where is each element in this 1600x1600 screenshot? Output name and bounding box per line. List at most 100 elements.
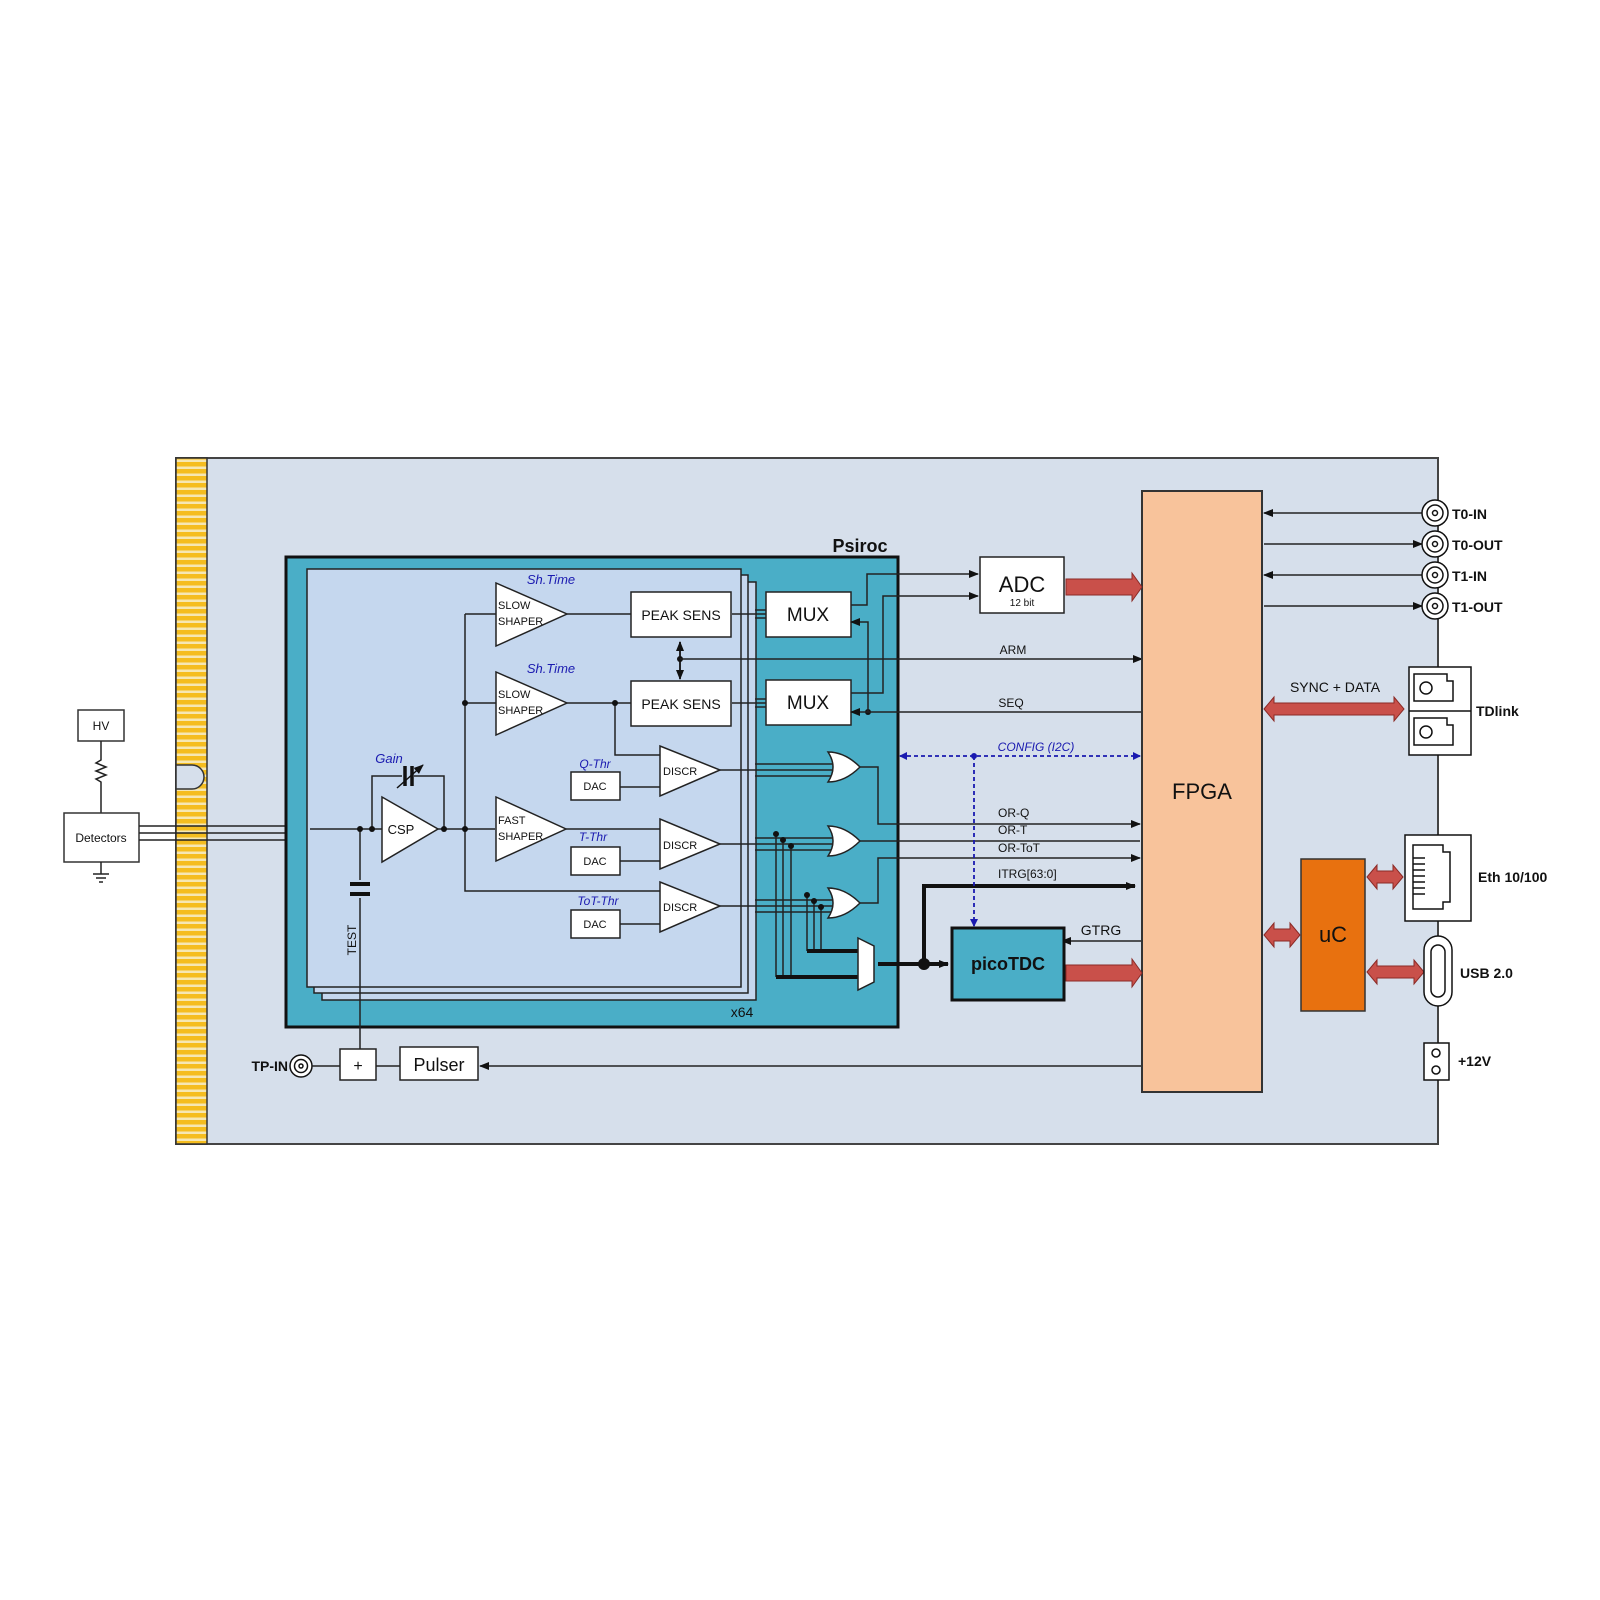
sync-data-arrow [1263,695,1405,723]
t1-in-label: T1-IN [1452,568,1487,584]
mux-1-label: MUX [787,605,830,626]
usb-label: USB 2.0 [1460,965,1513,981]
discr-tot: DISCR [659,880,722,934]
test-label: TEST [345,924,359,955]
fast-shaper: FAST SHAPER [495,795,568,863]
arm-label: ARM [1000,643,1027,657]
discr-t: DISCR [659,817,722,871]
summing-node-label: + [353,1058,362,1075]
gtrg-label: GTRG [1081,922,1121,938]
pulser-block: Pulser [399,1046,479,1081]
usb-connector-icon [1423,935,1453,1007]
ethernet-connector-icon [1404,834,1472,922]
or-q-label: OR-Q [998,806,1029,820]
channels-label: x64 [731,1004,754,1020]
slow-shaper-1-line1: SLOW [498,600,531,612]
q-thr-label: Q-Thr [579,757,611,771]
resistor-icon [93,741,109,813]
variable-capacitor-icon [396,764,424,789]
edge-connector [175,457,208,1145]
fpga-block: FPGA [1141,490,1263,1093]
peak-sens-2: PEAK SENS [630,680,732,727]
uc-eth-arrow [1366,863,1404,891]
fast-shaper-line2: SHAPER [498,831,543,843]
hv-box: HV [77,709,125,742]
test-capacitor-icon [350,882,370,896]
or-tot-label: OR-ToT [998,841,1041,855]
t-dac: DAC [570,846,621,876]
adc-sub-label: 12 bit [1010,598,1035,609]
csp-amplifier: CSP [381,795,440,864]
peak-sens-1-label: PEAK SENS [641,607,720,623]
or-t-label: OR-T [998,823,1028,837]
slow-shaper-2-line1: SLOW [498,689,531,701]
t-dac-label: DAC [583,856,606,868]
summing-node: + [339,1048,377,1081]
control-lines [479,570,1143,1070]
detectors-box: Detectors [63,812,140,863]
picotdc-to-fpga-arrow [1065,957,1143,989]
lemo-connector-icons [289,499,1449,1078]
t0-in-connector-icon [1421,499,1449,527]
q-dac-label: DAC [583,781,606,793]
t0-in-label: T0-IN [1452,506,1487,522]
csp-label: CSP [388,822,415,837]
merge-mux [857,936,875,992]
t0-out-connector-icon [1421,530,1449,558]
itrg-label: ITRG[63:0] [998,867,1057,881]
detectors-label: Detectors [75,831,126,845]
psiroc-title: Psiroc [832,536,887,556]
t0-out-label: T0-OUT [1452,537,1503,553]
sync-data-label: SYNC + DATA [1290,679,1381,695]
discr-t-label: DISCR [663,840,697,852]
adc-block: ADC 12 bit [979,556,1065,614]
picotdc-block: picoTDC [950,926,1066,1002]
ground-icon [93,862,109,883]
adc-label: ADC [999,572,1046,597]
data-bus-arrows [1065,571,1425,989]
slow-shaper-1-line2: SHAPER [498,616,543,628]
slow-shaper-2: SLOW SHAPER [495,670,569,737]
or-gate-q [826,751,862,783]
tdlink-connector-icon [1408,666,1472,756]
power-connector-icon [1423,1042,1450,1081]
bus-junction-dot [918,958,930,970]
t1-in-connector-icon [1421,561,1449,589]
config-label: CONFIG (I2C) [998,740,1075,754]
hv-label: HV [93,719,110,733]
tdlink-label: TDlink [1476,703,1519,719]
uc-block: uC [1300,858,1366,1012]
mux-2: MUX [765,679,852,726]
q-dac: DAC [570,771,621,801]
t-thr-label: T-Thr [579,830,608,844]
config-junction-dot [971,753,977,759]
adc-to-fpga-arrow [1065,571,1143,603]
eth-label: Eth 10/100 [1478,869,1547,885]
fast-shaper-line1: FAST [498,815,526,827]
peak-sens-1: PEAK SENS [630,591,732,638]
uc-label: uC [1319,922,1347,947]
mux-1: MUX [765,591,852,638]
fpga-label: FPGA [1172,779,1232,804]
t1-out-connector-icon [1421,592,1449,620]
peak-sens-2-label: PEAK SENS [641,696,720,712]
sh-time-1-label: Sh.Time [527,572,575,587]
fpga-uc-arrow [1263,921,1301,949]
tp-in-connector-icon [289,1054,313,1078]
picotdc-label: picoTDC [971,954,1045,974]
t1-out-label: T1-OUT [1452,599,1503,615]
config-i2c-line [899,752,1141,927]
tot-dac: DAC [570,909,621,939]
discr-tot-label: DISCR [663,902,697,914]
or-gate-t [826,825,862,857]
slow-shaper-1: SLOW SHAPER [495,581,569,648]
gain-label: Gain [375,751,402,766]
slow-shaper-2-line2: SHAPER [498,705,543,717]
seq-label: SEQ [998,696,1023,710]
discr-q-label: DISCR [663,766,697,778]
or-gates [826,751,862,919]
tot-dac-label: DAC [583,919,606,931]
sh-time-2-label: Sh.Time [527,661,575,676]
trigger-io-lines [1263,509,1424,610]
